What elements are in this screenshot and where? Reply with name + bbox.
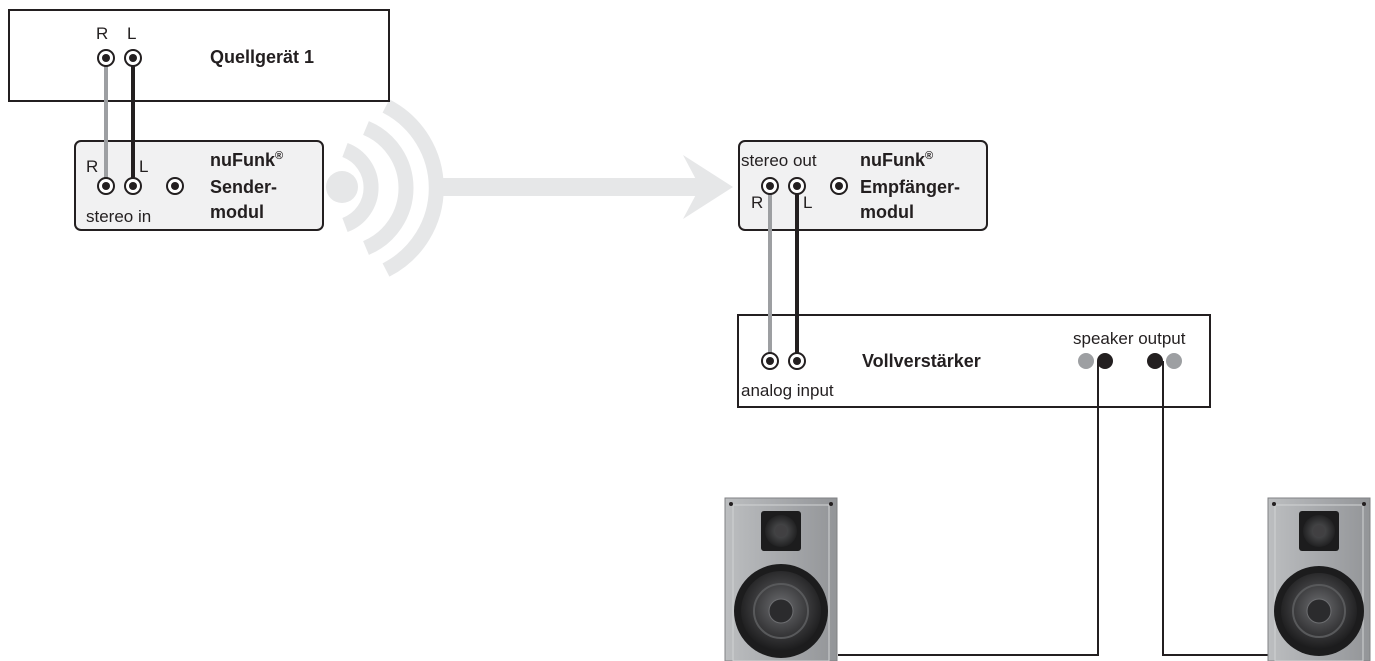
source-jack-l-label: L <box>127 24 136 43</box>
receiver-jack-r-label: R <box>751 193 763 212</box>
transmitter-title-line1: nuFunk® <box>210 150 283 170</box>
speaker-terminals <box>1078 353 1182 369</box>
speaker-wire-right <box>1162 361 1270 656</box>
receiver-title-line3: modul <box>860 202 914 222</box>
transmitter-stereo-in-label: stereo in <box>86 207 151 226</box>
cables <box>104 58 799 361</box>
amplifier: Vollverstärker analog input speaker outp… <box>737 314 1211 408</box>
source-device: R L Quellgerät 1 <box>8 9 390 102</box>
arrow-right-icon <box>432 155 733 219</box>
receiver-stereo-out-label: stereo out <box>741 151 817 170</box>
source-jack-r-label: R <box>96 24 108 43</box>
receiver-jack-l-label: L <box>803 193 812 212</box>
transmitter-jack-r-label: R <box>86 157 98 176</box>
amplifier-title: Vollverstärker <box>862 351 981 371</box>
transmitter-title-line2: Sender- <box>210 177 277 197</box>
receiver-title-line2: Empfänger- <box>860 177 960 197</box>
amplifier-input-label: analog input <box>741 381 834 400</box>
receiver-module: stereo out R L nuFunk® Empfänger- modul <box>738 140 988 231</box>
receiver-title-line1: nuFunk® <box>860 150 933 170</box>
speaker-icon <box>724 497 838 661</box>
transmitter-jack-l-label: L <box>139 157 148 176</box>
speaker-wires <box>838 361 1270 656</box>
wireless-waves-icon <box>326 99 444 277</box>
speaker-icon <box>1267 497 1371 661</box>
transmitter-module: R L stereo in nuFunk® Sender- modul <box>74 140 324 231</box>
amplifier-output-label: speaker output <box>1073 329 1186 348</box>
source-device-title: Quellgerät 1 <box>210 47 314 67</box>
rca-jack-icon <box>97 49 848 370</box>
speaker-wire-left <box>838 361 1099 656</box>
transmitter-title-line3: modul <box>210 202 264 222</box>
